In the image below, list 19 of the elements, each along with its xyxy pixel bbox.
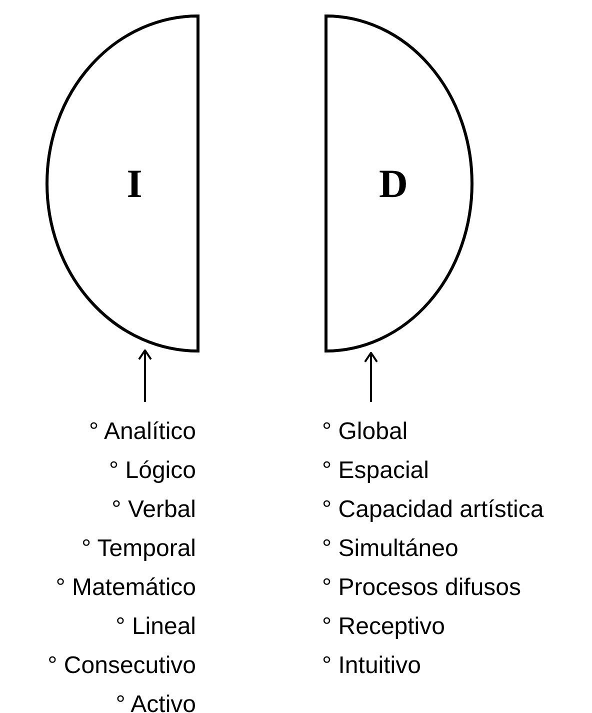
arrow <box>364 352 378 402</box>
list-item: ° Procesos difusos <box>322 573 522 603</box>
list-item: ° Receptivo <box>322 612 445 642</box>
list-item: ° Simultáneo <box>322 534 458 564</box>
list-item: ° Espacial <box>322 456 429 486</box>
list-item: ° Lineal <box>116 612 196 642</box>
list-item: ° Global <box>322 417 408 447</box>
list-item: ° Activo <box>116 690 196 713</box>
list-item: ° Capacidad artística <box>322 495 544 525</box>
list-item: ° Consecutivo <box>48 651 196 681</box>
list-item: ° Analítico <box>89 417 196 447</box>
list-item: ° Temporal <box>81 534 196 564</box>
hemisphere-letter: I <box>126 164 142 204</box>
list-item: ° Intuitivo <box>322 651 421 681</box>
hemisphere-letter: D <box>379 164 408 204</box>
list-item: ° Lógico <box>109 456 196 486</box>
list-item: ° Matemático <box>56 573 196 603</box>
arrow <box>138 349 152 402</box>
list-item: ° Verbal <box>112 495 196 525</box>
